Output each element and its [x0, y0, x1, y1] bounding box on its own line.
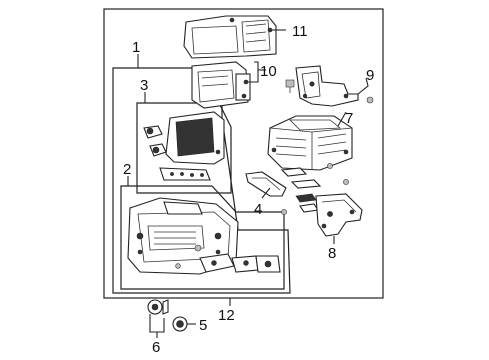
part-7-audio-unit [267, 115, 353, 171]
part-5-knob [172, 316, 188, 332]
part-3-control-strip [159, 167, 211, 181]
callout-3: 3 [140, 77, 148, 94]
callout-10: 10 [260, 63, 277, 80]
callout-6: 6 [152, 339, 160, 356]
callout-7: 7 [345, 110, 353, 127]
part-3-small-knobs [143, 125, 167, 157]
small-pads [280, 163, 349, 215]
callouts: 1 2 3 4 5 6 7 8 9 10 11 12 [123, 23, 374, 356]
assembly-frame [103, 8, 384, 299]
callout-4: 4 [254, 201, 262, 218]
part-2-climate-controls [175, 244, 281, 273]
callout-12: 12 [218, 307, 235, 324]
part-clip [285, 79, 295, 93]
part-9-bracket [295, 65, 359, 107]
part-4-bracket-strip [245, 171, 287, 197]
callout-2: 2 [123, 161, 131, 178]
screw-9 [366, 96, 374, 104]
part-2-center-panel [127, 197, 239, 275]
part-6-switch [147, 299, 169, 315]
callout-9: 9 [366, 67, 374, 84]
callout-1: 1 [132, 39, 140, 56]
part-11-display-unit [183, 15, 277, 59]
part-10-display-unit [191, 61, 251, 109]
callout-11: 11 [292, 23, 308, 40]
callout-5: 5 [199, 317, 207, 334]
callout-8: 8 [328, 245, 336, 262]
leader-lines [127, 29, 369, 338]
part-8-bracket [315, 193, 363, 237]
part-3-navigation-display [165, 111, 225, 165]
